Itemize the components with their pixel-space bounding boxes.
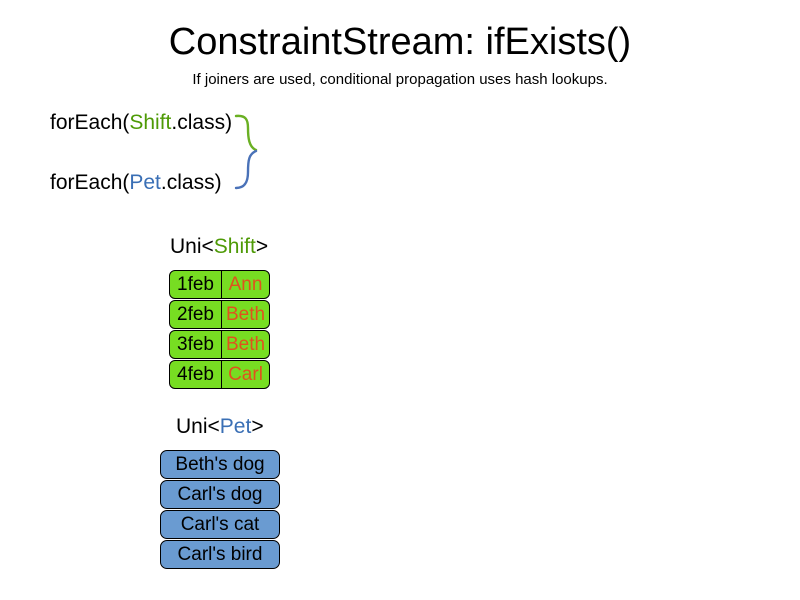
foreach-shift-suffix: .class) (171, 111, 233, 134)
uni-shift-label-prefix: Uni< (170, 235, 214, 258)
table-row[interactable]: 4feb Carl (169, 360, 270, 389)
uni-pet-label-prefix: Uni< (176, 415, 220, 438)
shift-date-cell: 3feb (170, 331, 222, 358)
foreach-pet-statement: forEach(Pet.class) (50, 170, 222, 196)
list-item[interactable]: Beth's dog (160, 450, 280, 479)
table-row[interactable]: 2feb Beth (169, 300, 270, 329)
list-item[interactable]: Carl's bird (160, 540, 280, 569)
joiner-brace-icon (234, 114, 258, 190)
uni-pet-label-type: Pet (219, 415, 252, 438)
shift-date-cell: 4feb (170, 361, 222, 388)
page-subtitle: If joiners are used, conditional propaga… (192, 71, 608, 88)
foreach-pet-suffix: .class) (160, 171, 222, 194)
page-title: ConstraintStream: ifExists() (168, 21, 632, 63)
uni-pet-label: Uni<Pet> (176, 414, 264, 440)
pet-tuple-list: Beth's dog Carl's dog Carl's cat Carl's … (160, 450, 280, 570)
uni-shift-label-type: Shift (213, 235, 256, 258)
shift-employee-cell: Ann (228, 274, 263, 295)
foreach-shift-classname: Shift (129, 111, 172, 134)
shift-employee-cell: Carl (228, 364, 263, 385)
foreach-pet-prefix: forEach( (50, 171, 130, 194)
foreach-shift-prefix: forEach( (50, 111, 130, 134)
shift-date-cell: 2feb (170, 301, 222, 328)
list-item[interactable]: Carl's cat (160, 510, 280, 539)
foreach-pet-classname: Pet (129, 171, 161, 194)
shift-employee-cell: Beth (225, 334, 266, 355)
uni-shift-label-suffix: > (255, 235, 269, 258)
uni-pet-label-suffix: > (251, 415, 264, 438)
table-row[interactable]: 3feb Beth (169, 330, 270, 359)
shift-date-cell: 1feb (170, 271, 222, 298)
uni-shift-label: Uni<Shift> (170, 234, 268, 260)
foreach-shift-statement: forEach(Shift.class) (50, 110, 232, 136)
list-item[interactable]: Carl's dog (160, 480, 280, 509)
shift-employee-cell: Beth (225, 304, 266, 325)
table-row[interactable]: 1feb Ann (169, 270, 270, 299)
shift-tuple-table: 1feb Ann 2feb Beth 3feb Beth 4feb Carl (169, 270, 270, 390)
